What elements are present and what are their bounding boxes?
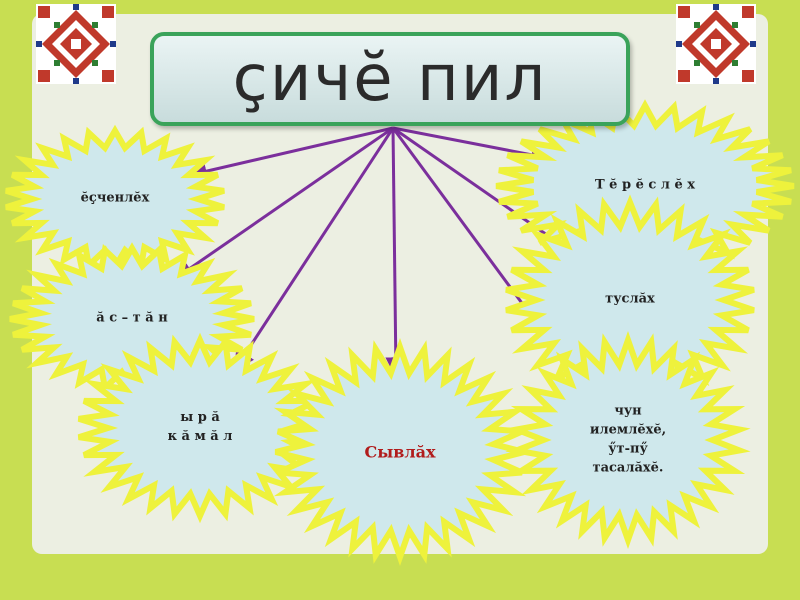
arrow-to-n4 — [385, 127, 407, 379]
page-title: çичĕ пил — [232, 42, 548, 116]
burst-n7 — [505, 330, 751, 550]
node-label-n4: Сывлăх — [364, 442, 436, 462]
arrow-to-n3 — [233, 127, 395, 372]
bursts-layer — [5, 99, 795, 566]
node-label-n5: Т ĕ р ĕ с л ĕ х — [594, 177, 696, 193]
arrow-to-n5 — [392, 126, 553, 166]
arrow-to-n2 — [172, 126, 394, 281]
node-label-n2: ă с – т ă н — [96, 310, 168, 326]
title-box: çичĕ пил — [150, 32, 630, 126]
arrow-to-n1 — [185, 126, 394, 182]
burst-n3 — [77, 332, 323, 524]
ornament-top-left — [36, 4, 116, 84]
node-label-n3: ы р ă к ă м ă л — [167, 410, 233, 444]
node-label-n6: туслăх — [605, 291, 655, 307]
node-label-n7: чун илемлĕхĕ, ӳт-пӳ тасалăхĕ. — [589, 403, 667, 475]
ornament-top-right — [676, 4, 756, 84]
node-label-n1: ĕçченлĕх — [80, 190, 150, 206]
burst-n4 — [273, 338, 527, 566]
